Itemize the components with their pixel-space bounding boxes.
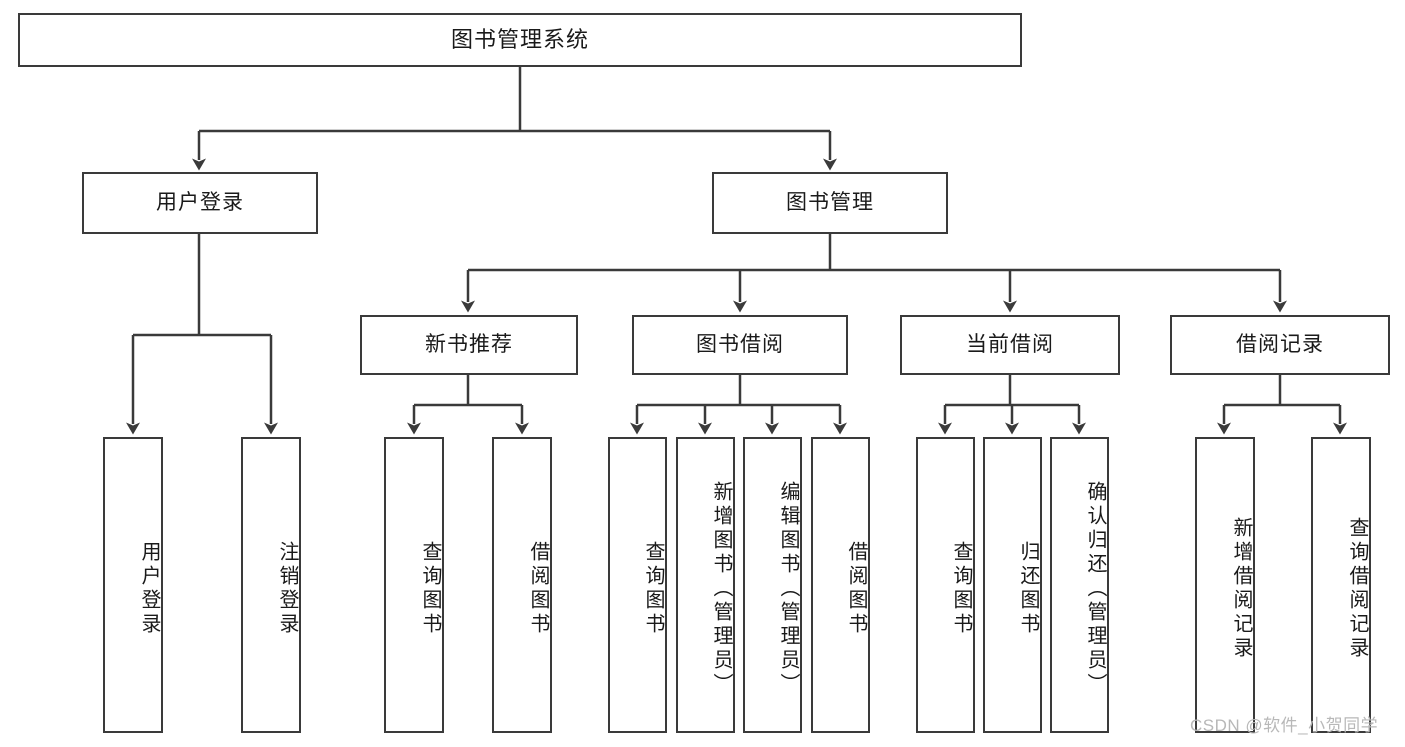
node-book-management[interactable]: 图书管理	[712, 172, 948, 234]
node-borrow-records[interactable]: 借阅记录	[1170, 315, 1390, 375]
node-new-book-recommend[interactable]: 新书推荐	[360, 315, 578, 375]
leaf-borrow-borrow-book[interactable]: 借阅图书	[811, 437, 870, 733]
leaf-recommend-borrow-book[interactable]: 借阅图书	[492, 437, 552, 733]
leaf-borrow-query-book[interactable]: 查询图书	[608, 437, 667, 733]
node-root-system[interactable]: 图书管理系统	[18, 13, 1022, 67]
leaf-records-add-record[interactable]: 新增借阅记录	[1195, 437, 1255, 733]
leaf-current-return-book[interactable]: 归还图书	[983, 437, 1042, 733]
node-current-borrow[interactable]: 当前借阅	[900, 315, 1120, 375]
node-user-login[interactable]: 用户登录	[82, 172, 318, 234]
leaf-recommend-query-book[interactable]: 查询图书	[384, 437, 444, 733]
leaf-borrow-edit-book-admin[interactable]: 编辑图书（管理员）	[743, 437, 802, 733]
node-book-borrow[interactable]: 图书借阅	[632, 315, 848, 375]
leaf-borrow-add-book-admin[interactable]: 新增图书（管理员）	[676, 437, 735, 733]
leaf-records-query-record[interactable]: 查询借阅记录	[1311, 437, 1371, 733]
leaf-user-login-logout[interactable]: 注销登录	[241, 437, 301, 733]
csdn-watermark: CSDN @软件_小贺同学	[1190, 716, 1379, 735]
leaf-current-confirm-return-admin[interactable]: 确认归还（管理员）	[1050, 437, 1109, 733]
leaf-current-query-book[interactable]: 查询图书	[916, 437, 975, 733]
leaf-user-login-login[interactable]: 用户登录	[103, 437, 163, 733]
